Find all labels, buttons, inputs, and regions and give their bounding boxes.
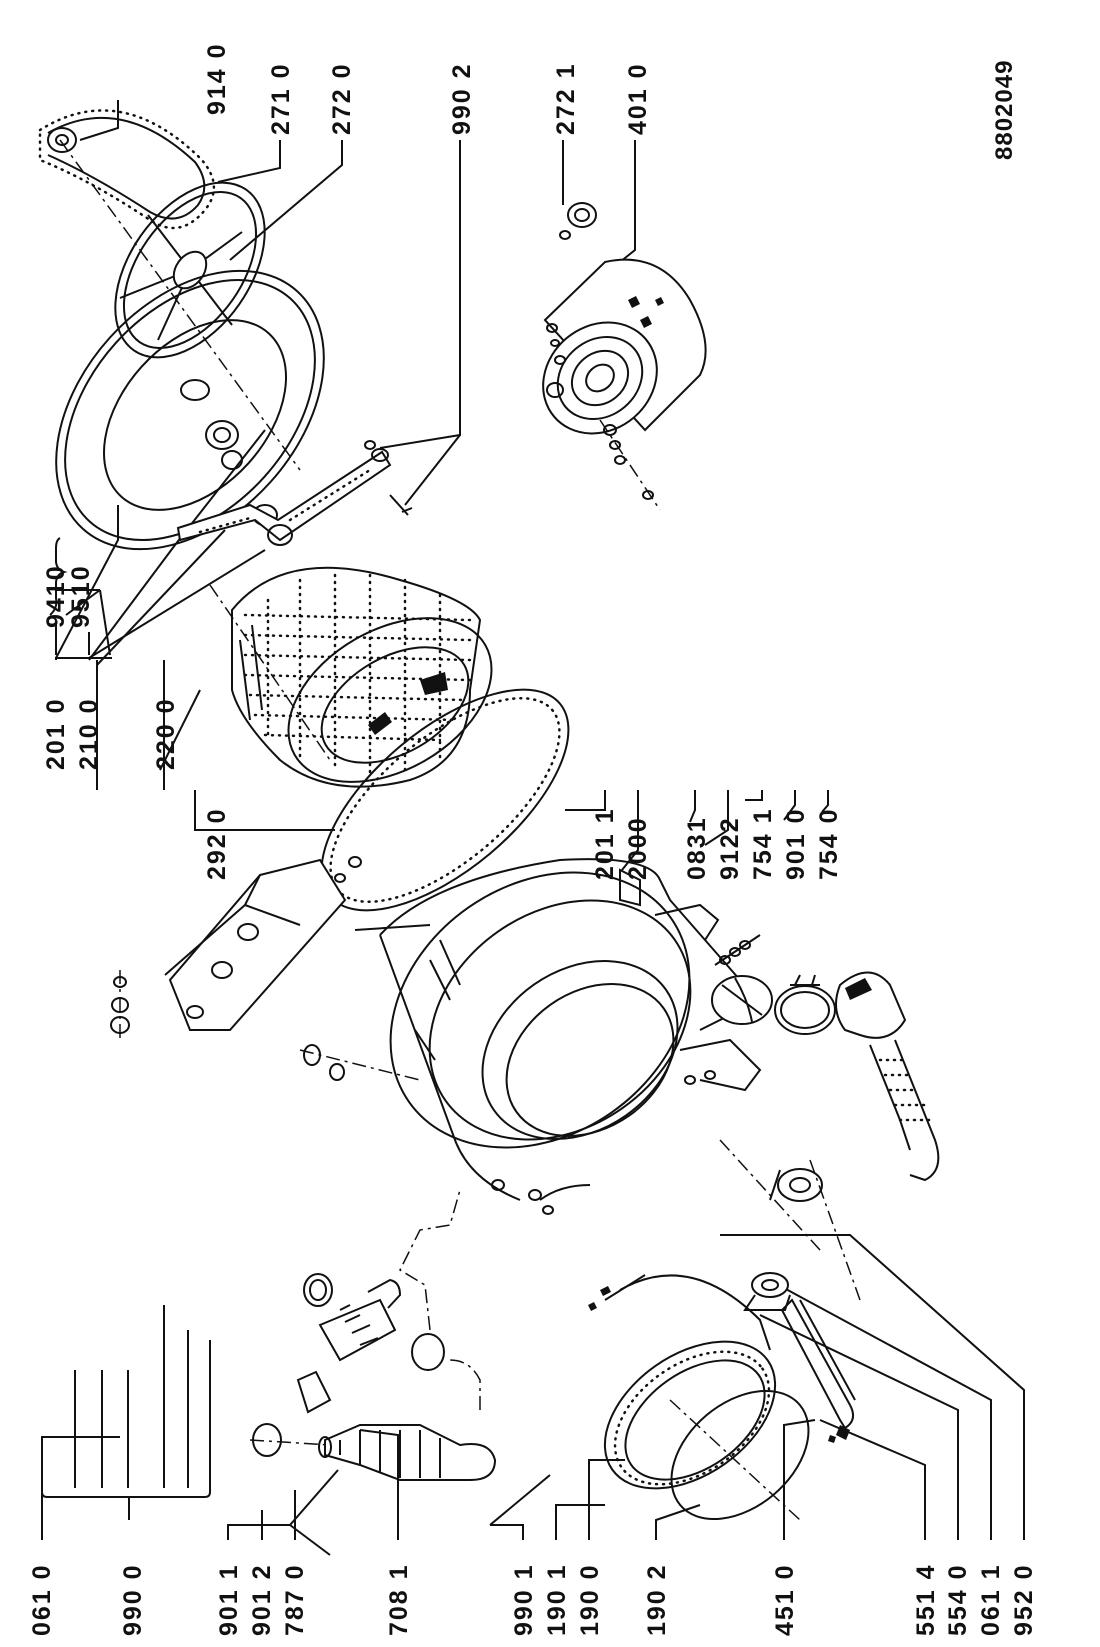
drum [209,566,493,788]
pump-assembly [711,934,940,1182]
labels-top: 914 0 271 0 272 0 990 2 272 1 401 0 8802… [203,42,1018,160]
label-0610-top: 061 0 [28,1563,56,1636]
drawing-number: 8802049 [991,60,1018,160]
label-9900: 990 0 [119,1563,147,1636]
label-2010: 201 0 [42,697,70,770]
label-9902: 990 2 [448,62,476,135]
label-2100: 210 0 [75,697,103,770]
hose-and-spring [249,1189,497,1481]
small-parts-right [719,1139,861,1311]
label-7540: 754 0 [815,807,843,880]
label-1902: 190 2 [643,1563,671,1636]
label-4510: 451 0 [771,1563,799,1636]
motor [542,202,707,511]
door-seal [528,1184,777,1490]
label-4010: 401 0 [624,62,652,135]
label-0611: 061 1 [977,1563,1005,1636]
label-2710: 271 0 [267,62,295,135]
label-7870: 787 0 [281,1563,309,1636]
label-9901: 990 1 [510,1563,538,1636]
label-9140: 914 0 [203,42,231,115]
door-glass [669,1389,810,1521]
label-2721: 272 1 [552,62,580,135]
label-9011: 901 1 [215,1563,243,1636]
label-7541: 754 1 [749,807,777,880]
label-0831: 0831 [683,816,711,880]
counterweight [110,858,421,1081]
label-5514: 551 4 [912,1563,940,1636]
label-1900: 190 0 [576,1563,604,1636]
label-2011: 201 1 [591,807,619,880]
label-2920: 292 0 [203,807,231,880]
label-7081: 708 1 [385,1563,413,1636]
label-9122: 9122 [716,816,744,880]
drum-spider-arm [176,440,413,546]
label-5540: 554 0 [944,1563,972,1636]
tub [354,858,762,1201]
label-9010: 901 0 [782,807,810,880]
label-1901: 190 1 [543,1563,571,1636]
labels-left: 061 0 990 0 901 1 901 2 787 0 708 1 990 … [28,1563,1038,1636]
label-9520: 952 0 [1010,1563,1038,1636]
label-2720: 272 0 [328,62,356,135]
label-9012: 901 2 [248,1563,276,1636]
heater [780,1298,856,1443]
